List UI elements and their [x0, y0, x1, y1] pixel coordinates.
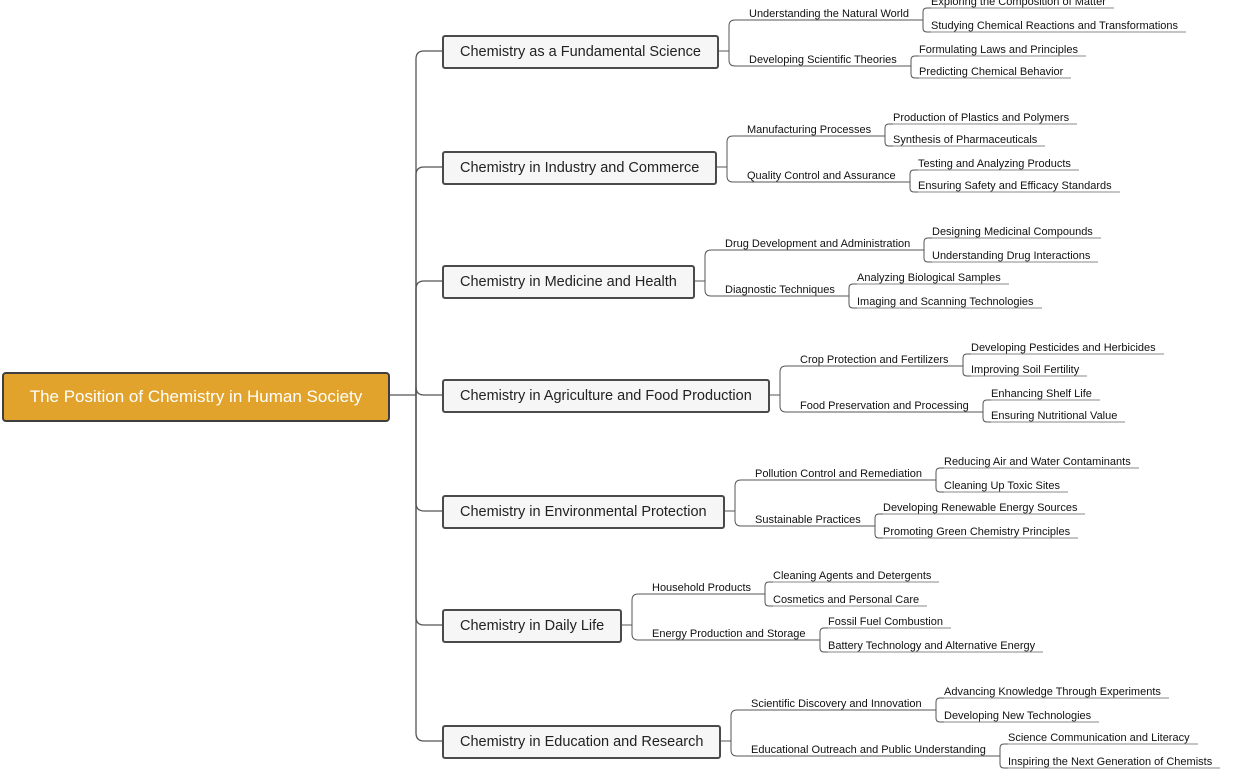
leaf-connector [975, 411, 991, 423]
sub-topic[interactable]: Quality Control and Assurance [747, 170, 896, 182]
leaf-connector [812, 627, 828, 641]
sub-topic[interactable]: Educational Outreach and Public Understa… [751, 744, 986, 756]
sub-connector [704, 281, 841, 297]
leaf-topic[interactable]: Fossil Fuel Combustion [828, 616, 943, 628]
leaf-topic[interactable]: Developing Pesticides and Herbicides [971, 342, 1156, 354]
leaf-connector [992, 755, 1008, 769]
leaf-connector [757, 581, 773, 595]
leaf-topic[interactable]: Ensuring Nutritional Value [991, 410, 1118, 422]
leaf-connector [877, 123, 893, 137]
sub-topic[interactable]: Sustainable Practices [755, 514, 861, 526]
sub-connector [704, 249, 916, 281]
sub-connector [728, 51, 903, 67]
leaf-topic[interactable]: Improving Soil Fertility [971, 364, 1080, 376]
leaf-connector [928, 709, 944, 723]
leaf-connector [955, 353, 971, 367]
leaf-connector [992, 743, 1008, 757]
root-topic[interactable]: The Position of Chemistry in Human Socie… [2, 372, 390, 422]
sub-topic[interactable]: Energy Production and Storage [652, 628, 806, 640]
sub-topic[interactable]: Scientific Discovery and Innovation [751, 698, 922, 710]
branch-connector [415, 166, 442, 395]
sub-topic[interactable]: Household Products [652, 582, 752, 594]
leaf-topic[interactable]: Battery Technology and Alternative Energ… [828, 640, 1036, 652]
leaf-connector [928, 479, 944, 493]
leaf-connector [975, 399, 991, 413]
branch-connector [415, 386, 442, 396]
branch-topic[interactable]: Chemistry in Environmental Protection [442, 495, 725, 529]
branch-connector [415, 280, 442, 395]
leaf-topic[interactable]: Production of Plastics and Polymers [893, 112, 1070, 124]
sub-topic[interactable]: Food Preservation and Processing [800, 400, 969, 412]
leaf-topic[interactable]: Formulating Laws and Principles [919, 44, 1078, 56]
sub-connector [779, 395, 975, 413]
leaf-connector [757, 593, 773, 607]
leaf-topic[interactable]: Studying Chemical Reactions and Transfor… [931, 20, 1179, 32]
leaf-topic[interactable]: Cleaning Agents and Detergents [773, 570, 932, 582]
leaf-connector [841, 295, 857, 309]
sub-connector [734, 511, 867, 527]
branch-topic[interactable]: Chemistry in Agriculture and Food Produc… [442, 379, 770, 413]
leaf-topic[interactable]: Developing Renewable Energy Sources [883, 502, 1078, 514]
leaf-topic[interactable]: Synthesis of Pharmaceuticals [893, 134, 1038, 146]
leaf-connector [903, 55, 919, 67]
leaf-connector [928, 697, 944, 711]
branch-topic[interactable]: Chemistry in Medicine and Health [442, 265, 695, 299]
sub-topic[interactable]: Developing Scientific Theories [749, 54, 897, 66]
leaf-connector [955, 365, 971, 377]
sub-connector [728, 19, 915, 51]
sub-connector [779, 365, 955, 395]
leaf-connector [928, 467, 944, 481]
sub-connector [730, 741, 992, 757]
sub-topic[interactable]: Understanding the Natural World [749, 8, 909, 20]
leaf-topic[interactable]: Ensuring Safety and Efficacy Standards [918, 180, 1112, 192]
leaf-topic[interactable]: Advancing Knowledge Through Experiments [944, 686, 1161, 698]
branch-connector [415, 395, 442, 742]
leaf-topic[interactable]: Science Communication and Literacy [1008, 732, 1190, 744]
sub-topic[interactable]: Drug Development and Administration [725, 238, 911, 250]
leaf-connector [841, 283, 857, 297]
leaf-connector [902, 181, 918, 193]
sub-connector [631, 593, 757, 625]
leaf-connector [915, 7, 931, 21]
sub-topic[interactable]: Crop Protection and Fertilizers [800, 354, 949, 366]
leaf-topic[interactable]: Predicting Chemical Behavior [919, 66, 1064, 78]
sub-connector [631, 625, 812, 641]
leaf-topic[interactable]: Promoting Green Chemistry Principles [883, 526, 1071, 538]
leaf-connector [915, 19, 931, 33]
leaf-topic[interactable]: Exploring the Composition of Matter [931, 0, 1106, 8]
branch-topic[interactable]: Chemistry in Education and Research [442, 725, 722, 759]
leaf-connector [902, 169, 918, 183]
leaf-connector [867, 513, 883, 527]
sub-connector [734, 479, 928, 511]
sub-topic[interactable]: Manufacturing Processes [747, 124, 872, 136]
sub-topic[interactable]: Diagnostic Techniques [725, 284, 835, 296]
branch-topic[interactable]: Chemistry in Industry and Commerce [442, 151, 718, 185]
leaf-connector [916, 237, 932, 251]
sub-connector [726, 167, 902, 183]
leaf-connector [812, 639, 828, 653]
leaf-topic[interactable]: Understanding Drug Interactions [932, 250, 1091, 262]
leaf-topic[interactable]: Imaging and Scanning Technologies [857, 296, 1034, 308]
leaf-topic[interactable]: Cosmetics and Personal Care [773, 594, 920, 606]
leaf-connector [867, 525, 883, 539]
leaf-topic[interactable]: Enhancing Shelf Life [991, 388, 1092, 400]
leaf-topic[interactable]: Analyzing Biological Samples [857, 272, 1001, 284]
branch-connector [415, 395, 442, 512]
sub-connector [730, 709, 928, 741]
branch-topic[interactable]: Chemistry as a Fundamental Science [442, 35, 719, 69]
leaf-connector [916, 249, 932, 263]
leaf-topic[interactable]: Designing Medicinal Compounds [932, 226, 1093, 238]
branch-topic[interactable]: Chemistry in Daily Life [442, 609, 623, 643]
sub-topic[interactable]: Pollution Control and Remediation [755, 468, 922, 480]
leaf-connector [903, 65, 919, 79]
leaf-topic[interactable]: Reducing Air and Water Contaminants [944, 456, 1131, 468]
leaf-topic[interactable]: Inspiring the Next Generation of Chemist… [1008, 756, 1213, 768]
sub-connector [726, 135, 877, 167]
leaf-topic[interactable]: Developing New Technologies [944, 710, 1092, 722]
leaf-topic[interactable]: Testing and Analyzing Products [918, 158, 1071, 170]
leaf-connector [877, 135, 893, 147]
leaf-topic[interactable]: Cleaning Up Toxic Sites [944, 480, 1060, 492]
branch-connector [415, 50, 442, 395]
